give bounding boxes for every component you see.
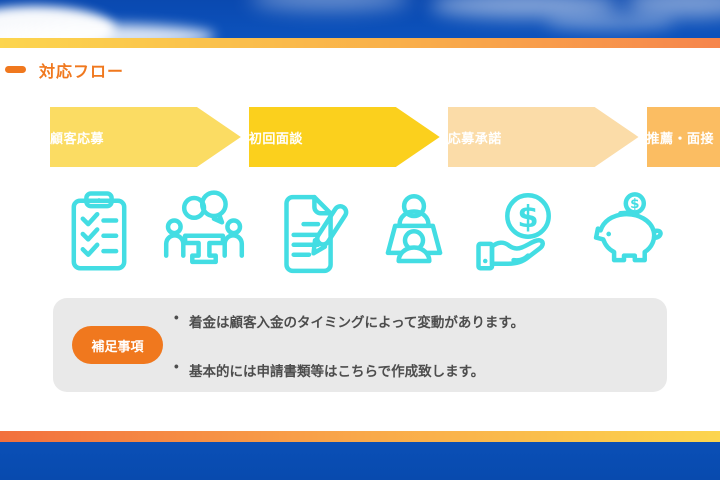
hand-coin-icon: $ bbox=[470, 184, 567, 284]
piggy-bank-icon: $ bbox=[575, 184, 672, 284]
flow-icons: $ $ bbox=[0, 184, 720, 284]
svg-text:$: $ bbox=[630, 196, 639, 212]
sky-background-bottom bbox=[0, 442, 720, 480]
top-accent-bar bbox=[0, 38, 720, 48]
notes-badge: 補足事項 bbox=[72, 326, 163, 364]
note-item: 基本的には申請書類等はこちらで作成致します。 bbox=[172, 359, 524, 380]
page-title: 対応フロー bbox=[39, 63, 125, 81]
cloud bbox=[625, 0, 720, 18]
bottom-accent-bar bbox=[0, 431, 720, 442]
meeting-discussion-icon bbox=[155, 184, 252, 284]
flow-step-recommendation-interview: 推薦・面接 bbox=[646, 107, 720, 167]
notes-list: 着金は顧客入金のタイミングによって変動があります。 基本的には申請書類等はこちら… bbox=[172, 310, 524, 380]
cloud bbox=[545, 14, 675, 30]
contract-signing-icon bbox=[260, 184, 357, 284]
cloud bbox=[430, 0, 620, 18]
interview-icon bbox=[365, 184, 462, 284]
svg-text:$: $ bbox=[517, 200, 538, 235]
cloud bbox=[250, 0, 410, 10]
cloud bbox=[0, 24, 215, 38]
title-accent-dash bbox=[5, 66, 26, 73]
clipboard-checklist-icon bbox=[50, 184, 147, 284]
sky-background-top bbox=[0, 0, 720, 38]
flow-step-application-acceptance: 応募承諾 bbox=[447, 107, 639, 167]
note-item: 着金は顧客入金のタイミングによって変動があります。 bbox=[172, 310, 524, 331]
section-title-row: 対応フロー bbox=[0, 48, 720, 81]
process-flow: 顧客応募 初回面談 応募承諾 推薦・面接 内定承諾 着金 bbox=[0, 107, 720, 167]
flow-step-first-interview: 初回面談 bbox=[248, 107, 440, 167]
flow-step-customer-application: 顧客応募 bbox=[50, 107, 241, 167]
supplementary-notes-box: 補足事項 着金は顧客入金のタイミングによって変動があります。 基本的には申請書類… bbox=[53, 298, 667, 392]
slide-content: 対応フロー 顧客応募 初回面談 応募承諾 推薦・面接 内定承諾 着金 bbox=[0, 48, 720, 431]
